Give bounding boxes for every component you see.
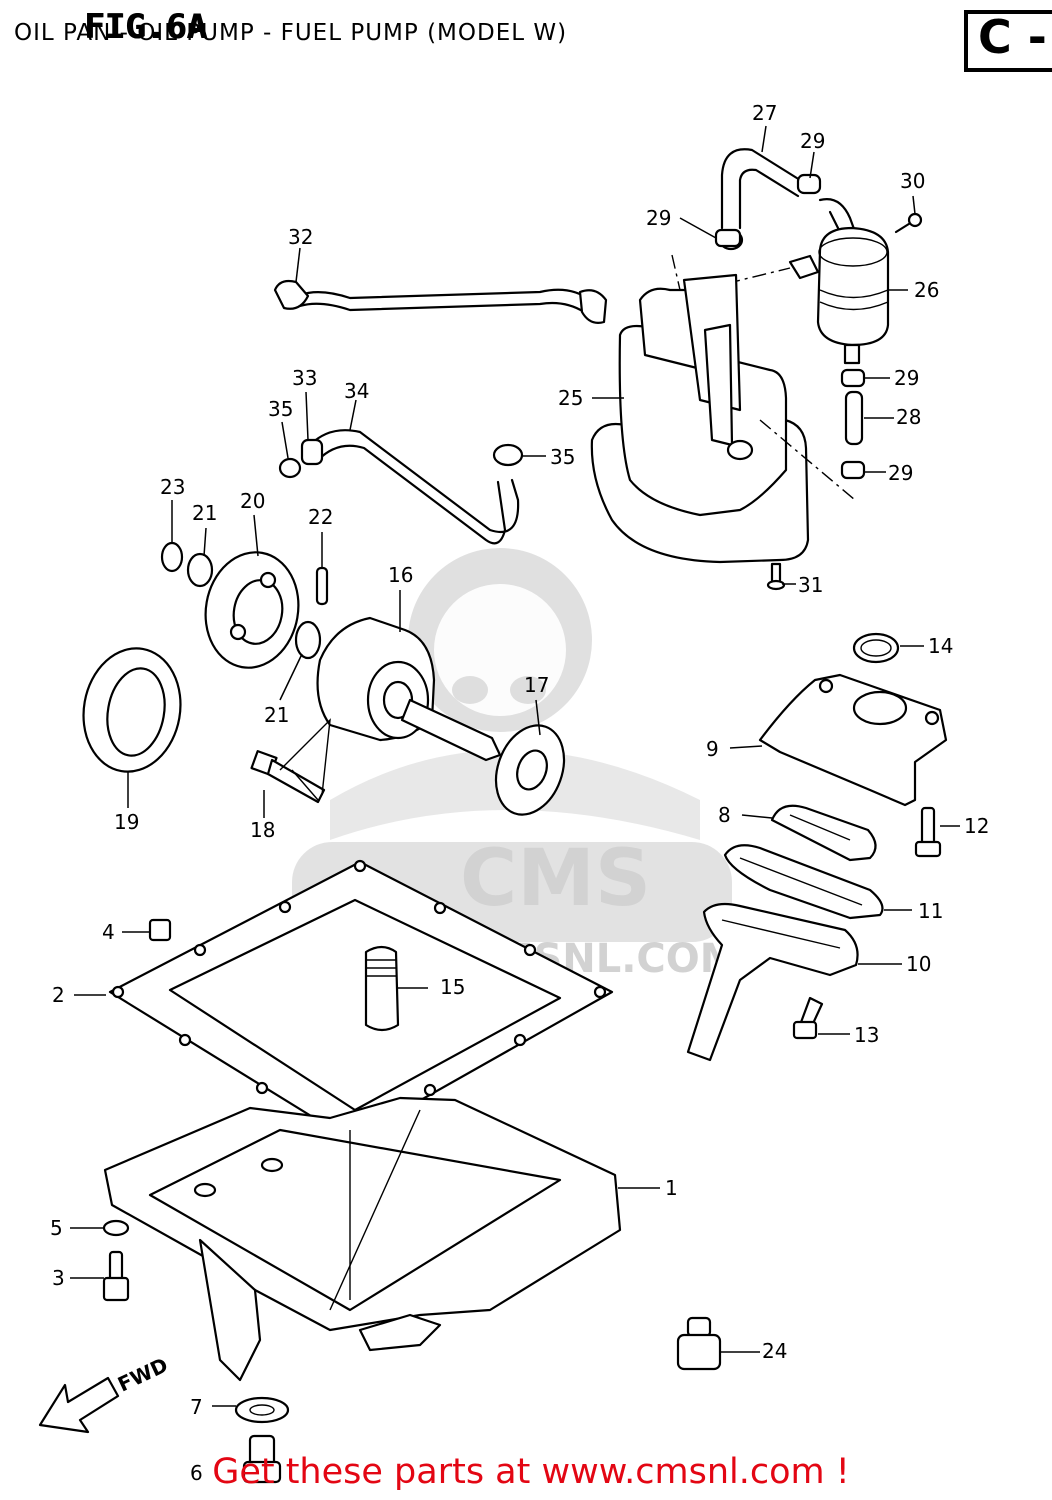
callout-4: 4 xyxy=(102,920,115,944)
callout-26: 26 xyxy=(914,278,939,302)
callout-29-d: 29 xyxy=(888,461,913,485)
direction-label: FWD xyxy=(114,1353,172,1397)
part-6-drain-plug xyxy=(242,1434,282,1484)
callout-24: 24 xyxy=(762,1339,787,1363)
callout-21-upper: 21 xyxy=(192,501,217,525)
callout-3: 3 xyxy=(52,1266,65,1290)
figure-label: FIG.6A xyxy=(84,7,207,47)
part-34-hose xyxy=(278,429,524,545)
callout-20: 20 xyxy=(240,489,265,513)
callout-31: 31 xyxy=(798,573,823,597)
callout-2: 2 xyxy=(52,983,65,1007)
part-31-screw xyxy=(766,562,786,591)
callout-25: 25 xyxy=(558,386,583,410)
callout-16: 16 xyxy=(388,563,413,587)
part-12-bolt xyxy=(914,806,942,858)
callout-23: 23 xyxy=(160,475,185,499)
part-24-plug xyxy=(676,1316,722,1371)
part-20-sprocket xyxy=(204,551,300,669)
callout-35-left: 35 xyxy=(268,397,293,421)
callout-18: 18 xyxy=(250,818,275,842)
callout-34: 34 xyxy=(344,379,369,403)
callout-15: 15 xyxy=(440,975,465,999)
callout-10: 10 xyxy=(906,952,931,976)
callout-32: 32 xyxy=(288,225,313,249)
part-26-fuel-filter xyxy=(699,226,890,365)
callout-13: 13 xyxy=(854,1023,879,1047)
callout-8: 8 xyxy=(718,803,731,827)
part-23-circlip xyxy=(160,541,184,573)
leader-lines xyxy=(70,125,960,1407)
callout-29-b: 29 xyxy=(800,129,825,153)
part-10-strainer xyxy=(686,902,859,1062)
part-5-washer xyxy=(102,1219,130,1237)
part-1-oil-pan xyxy=(103,1096,622,1382)
callout-33: 33 xyxy=(292,366,317,390)
callout-19: 19 xyxy=(114,810,139,834)
callout-27: 27 xyxy=(752,101,777,125)
callout-28: 28 xyxy=(896,405,921,429)
callout-11: 11 xyxy=(918,899,943,923)
section-code: C - xyxy=(978,10,1047,64)
callout-29-a: 29 xyxy=(646,206,671,230)
fwd-arrow-icon: FWD xyxy=(38,1353,172,1434)
part-7-washer xyxy=(234,1396,290,1424)
callout-14: 14 xyxy=(928,634,953,658)
callout-7: 7 xyxy=(190,1395,203,1419)
part-4-collar xyxy=(148,918,172,942)
section-box xyxy=(964,10,1052,72)
callout-29-c: 29 xyxy=(894,366,919,390)
callout-9: 9 xyxy=(706,737,719,761)
callout-35-right: 35 xyxy=(550,445,575,469)
callout-5: 5 xyxy=(50,1216,63,1240)
callout-labels: 1 2 3 4 5 6 7 8 9 10 11 12 13 14 15 16 1… xyxy=(50,101,989,1485)
part-9-housing xyxy=(758,673,948,807)
part-14-o-ring xyxy=(852,632,900,664)
watermark-brand: CMS xyxy=(460,834,651,924)
parts-link[interactable]: Get these parts at www.cmsnl.com ! xyxy=(212,1452,850,1492)
clamp-29-upper xyxy=(796,173,822,195)
callout-12: 12 xyxy=(964,814,989,838)
callout-1: 1 xyxy=(665,1176,678,1200)
part-21-washer xyxy=(186,552,322,660)
part-15-union xyxy=(364,945,400,1032)
part-17-screen xyxy=(494,724,566,816)
part-19-gear xyxy=(82,647,182,773)
part-11-gasket xyxy=(723,844,884,920)
part-3-bolt xyxy=(102,1250,130,1302)
part-25-fuel-pump xyxy=(590,254,856,564)
part-30-screw xyxy=(894,212,923,234)
part-22-pin xyxy=(315,566,329,606)
part-8-plate xyxy=(770,804,877,862)
part-32-hose xyxy=(273,279,608,324)
callout-6: 6 xyxy=(190,1461,203,1485)
part-16-oil-pump xyxy=(316,616,502,762)
part-18-bolt xyxy=(250,718,331,804)
callout-17: 17 xyxy=(524,673,549,697)
callout-30: 30 xyxy=(900,169,925,193)
page-title: OIL PAN - OIL PUMP - FUEL PUMP (MODEL W) xyxy=(14,20,568,46)
part-13-bolt xyxy=(792,996,824,1040)
callout-22: 22 xyxy=(308,505,333,529)
callout-21-lower: 21 xyxy=(264,703,289,727)
